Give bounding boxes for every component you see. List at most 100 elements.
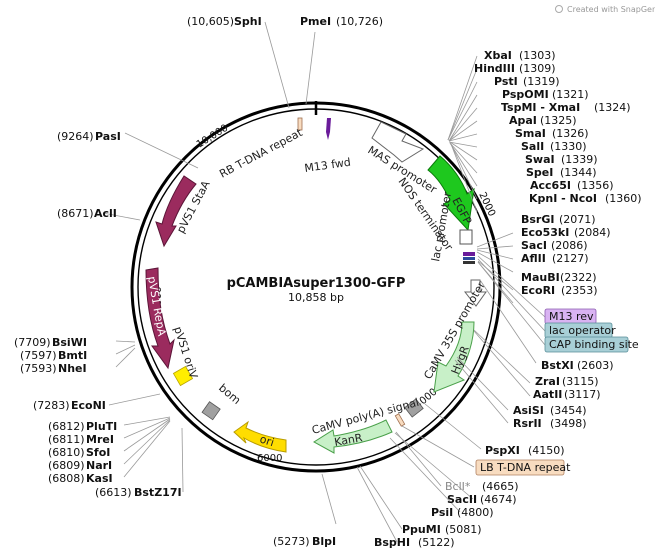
site-name: PmeI <box>300 15 331 28</box>
site-name: BstZ17I <box>134 486 182 499</box>
site-pos: (4150) <box>528 444 565 457</box>
bom-label: bom <box>216 381 243 407</box>
snapgene-watermark: Created with SnapGene® <box>555 5 655 14</box>
site-pos: (2071) <box>559 213 596 226</box>
site-pos: (7593) <box>20 362 57 375</box>
site-name: NarI <box>86 459 112 472</box>
site-labels-left: (10,605) SphI PmeI (10,726) (9264) PasI … <box>14 15 383 548</box>
site-name: BsrGI <box>521 213 554 226</box>
site-name: PpuMI <box>402 523 441 536</box>
kanr-arrow <box>313 419 393 454</box>
m13-fwd-label: M13 fwd <box>304 156 352 175</box>
site-pos: (6811) <box>48 433 85 446</box>
site-name: AclI <box>94 207 117 220</box>
site-pos: (7709) <box>14 336 51 349</box>
hygr-arrow <box>433 321 475 393</box>
leader-lines-left <box>102 21 337 525</box>
site-name: BspHI <box>374 536 410 549</box>
site-pos: (1360) <box>605 192 642 205</box>
site-name: PasI <box>95 130 121 143</box>
plasmid-name: pCAMBIAsuper1300-GFP <box>227 276 406 291</box>
site-name: BmtI <box>58 349 87 362</box>
m13-rev-marker <box>463 252 475 256</box>
site-pos: (8671) <box>57 207 94 220</box>
site-pos: (2603) <box>577 359 614 372</box>
site-name: BclI* <box>445 480 471 493</box>
site-pos: (1344) <box>560 166 597 179</box>
site-name: SphI <box>234 15 262 28</box>
site-name: MauBI <box>521 271 560 284</box>
lb-tdna-marker <box>394 413 406 427</box>
lb-tdna-label: LB T-DNA repeat <box>480 461 571 474</box>
site-pos: (6809) <box>48 459 85 472</box>
site-name: PluTI <box>86 420 117 433</box>
cap-binding-tag: CAP binding site <box>544 336 639 353</box>
site-pos: (9264) <box>57 130 94 143</box>
lac-operator-label: lac operator <box>549 324 616 337</box>
site-pos: (4800) <box>457 506 494 519</box>
mas-promoter-arrow <box>371 121 425 163</box>
site-pos: (3115) <box>562 375 599 388</box>
site-name: KasI <box>86 472 113 485</box>
site-pos: (1309) <box>519 62 556 75</box>
m13-rev-label: M13 rev <box>549 310 594 323</box>
site-name: SalI <box>521 140 544 153</box>
site-name: EcoRI <box>521 284 555 297</box>
site-name: ApaI <box>509 114 537 127</box>
site-pos: (3454) <box>550 404 587 417</box>
site-name: SpeI <box>526 166 553 179</box>
site-pos: (2084) <box>574 226 611 239</box>
site-labels-right: XbaI (1303) HindIII (1309) PstI (1319) P… <box>374 49 642 549</box>
site-pos: (10,605) <box>187 15 234 28</box>
site-pos: (6613) <box>95 486 132 499</box>
kanr-label: KanR <box>333 431 364 449</box>
site-name: NheI <box>58 362 87 375</box>
site-name: ZraI <box>535 375 560 388</box>
site-pos: (1339) <box>561 153 598 166</box>
site-name: SmaI <box>515 127 546 140</box>
site-name: PstI <box>494 75 518 88</box>
site-name: MreI <box>86 433 114 446</box>
bom-box <box>201 401 221 421</box>
site-pos: (2353) <box>561 284 598 297</box>
site-name: SwaI <box>525 153 555 166</box>
site-name: TspMI - XmaI <box>501 101 580 114</box>
site-name: PsiI <box>431 506 453 519</box>
cap-binding-box <box>544 336 629 353</box>
site-pos: (6812) <box>48 420 85 433</box>
pvs1-oriv-box <box>172 365 194 387</box>
site-name: KpnI - NcoI <box>529 192 597 205</box>
site-name: Eco53kI <box>521 226 569 239</box>
lac-operator-marker <box>463 257 475 260</box>
site-pos: (2086) <box>551 239 588 252</box>
pvs1-repa-arrow <box>145 267 175 370</box>
site-name: PspXI <box>485 444 520 457</box>
ori-label: ori <box>258 432 276 449</box>
pvs1-staa-arrow <box>155 175 197 248</box>
site-name: BlpI <box>312 535 336 548</box>
site-name: PspOMI <box>502 88 549 101</box>
site-pos: (1356) <box>577 179 614 192</box>
site-name: RsrII <box>513 417 542 430</box>
m13-rev-tag: M13 rev <box>544 308 597 325</box>
site-name: EcoNI <box>71 399 106 412</box>
site-pos: (5122) <box>418 536 455 549</box>
site-pos: (6810) <box>48 446 85 459</box>
site-pos: (3117) <box>564 388 601 401</box>
site-pos: (5273) <box>273 535 310 548</box>
site-pos: (1319) <box>523 75 560 88</box>
site-pos: (7283) <box>33 399 70 412</box>
ori-arrow <box>233 420 287 453</box>
watermark-text: Created with SnapGene® <box>567 5 655 14</box>
site-pos: (1324) <box>594 101 631 114</box>
site-pos: (2322) <box>560 271 597 284</box>
site-pos: (7597) <box>20 349 57 362</box>
site-pos: (1321) <box>552 88 589 101</box>
site-pos: (2127) <box>552 252 589 265</box>
lac-operator-tag: lac operator <box>544 322 616 339</box>
rb-tdna-label: RB T-DNA repeat <box>217 126 305 181</box>
misc-feature-box <box>404 398 424 418</box>
site-pos: (1303) <box>519 49 556 62</box>
